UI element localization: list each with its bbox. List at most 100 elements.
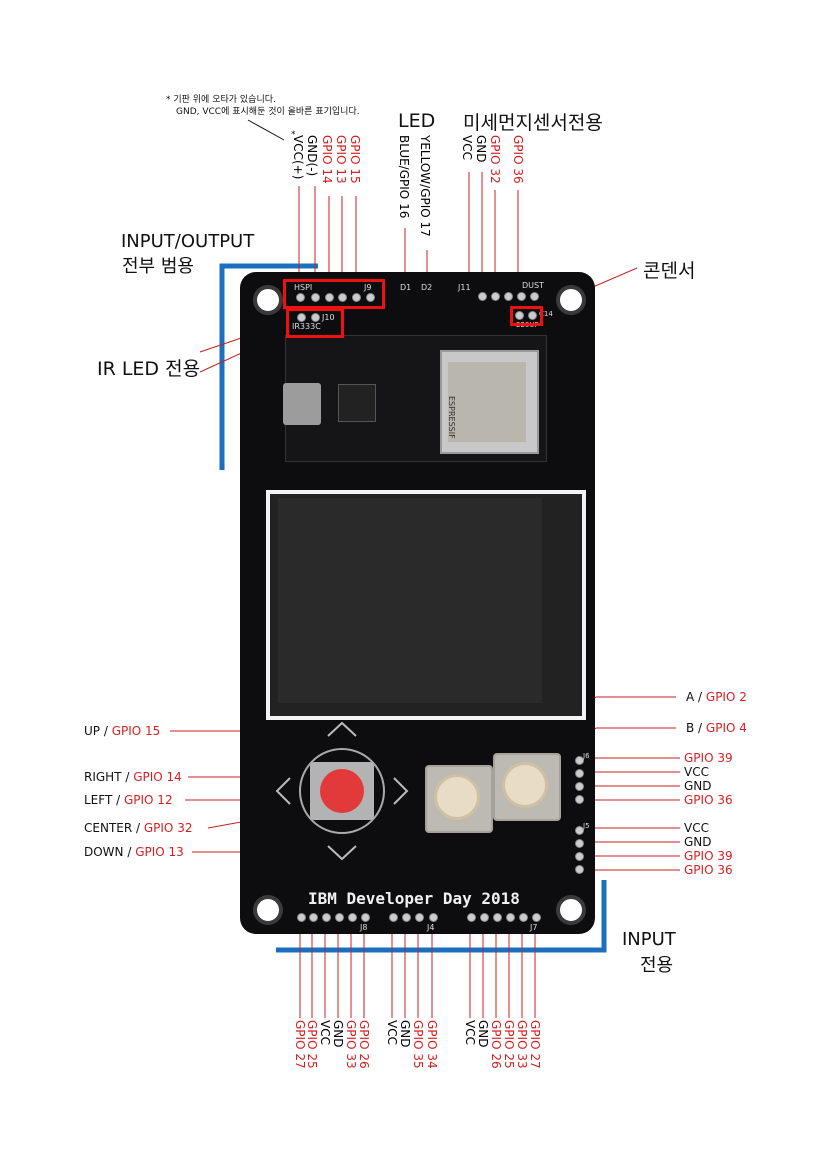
j7-label-6: GPIO 27 [528, 1020, 542, 1069]
pin [297, 913, 306, 922]
btn-label-left: LEFT / GPIO 12 [84, 793, 173, 807]
pin [402, 913, 411, 922]
dpad-left-arrow[interactable] [275, 777, 291, 805]
silk-j4: J4 [427, 923, 435, 932]
dust-label-vcc: VCC [460, 135, 474, 160]
j6-label-3: GND [684, 779, 712, 793]
silk-j6: J6 [583, 752, 590, 760]
pin [311, 293, 320, 302]
hspi-label-vcc: VCC(+) [291, 135, 305, 180]
pin [575, 769, 584, 778]
io-heading-line1: INPUT/OUTPUT [121, 231, 255, 252]
btn-label-center: CENTER / GPIO 32 [84, 821, 193, 835]
pin [348, 913, 357, 922]
pin [322, 913, 331, 922]
mount-hole-tl [253, 285, 283, 315]
j8-label-5: GPIO 33 [344, 1020, 358, 1069]
silk-j9: J9 [364, 283, 372, 292]
silk-j5: J5 [583, 822, 590, 830]
silk-j10: J10 [322, 313, 335, 322]
pin [338, 293, 347, 302]
usb-port [283, 383, 321, 425]
pin [335, 913, 344, 922]
pin [493, 913, 502, 922]
j7-label-1: VCC [463, 1020, 477, 1045]
pin [519, 913, 528, 922]
j5-label-4: GPIO 36 [684, 863, 733, 877]
pin [506, 913, 515, 922]
dust-label-gpio36: GPIO 36 [511, 135, 525, 184]
j5-label-3: GPIO 39 [684, 849, 733, 863]
pin [480, 913, 489, 922]
dpad[interactable] [272, 718, 412, 863]
pin [352, 293, 361, 302]
dust-label-gpio32: GPIO 32 [488, 135, 502, 184]
pin [532, 913, 541, 922]
silk-d1: D1 [400, 283, 412, 292]
silk-d2: D2 [421, 283, 433, 292]
hspi-label-gpio14: GPIO 14 [320, 135, 334, 184]
j8-label-6: GPIO 26 [357, 1020, 371, 1069]
j8-label-1: GPIO 27 [293, 1020, 307, 1069]
j5-label-2: GND [684, 835, 712, 849]
input-heading-line2: 전용 [640, 955, 674, 976]
center-button[interactable] [320, 769, 364, 813]
input-heading-line1: INPUT [622, 929, 676, 950]
board-title: IBM Developer Day 2018 [308, 889, 520, 908]
btn-label-up: UP / GPIO 15 [84, 724, 161, 738]
mount-hole-br [556, 895, 586, 925]
pin [575, 865, 584, 874]
button-b[interactable] [502, 762, 548, 808]
silk-ir: IR333C [292, 322, 321, 331]
j7-label-2: GND [476, 1020, 490, 1048]
dpad-down-arrow[interactable] [327, 845, 357, 861]
j4-label-3: GPIO 35 [411, 1020, 425, 1069]
condenser-highlight [510, 306, 543, 326]
j4-label-4: GPIO 34 [425, 1020, 439, 1069]
j7-label-5: GPIO 33 [515, 1020, 529, 1069]
typo-asterisk: * [291, 130, 296, 140]
esp32-shield [448, 362, 526, 442]
j7-label-3: GPIO 26 [489, 1020, 503, 1069]
bottom-leaders [299, 918, 536, 1018]
hspi-label-gpio15: GPIO 15 [348, 135, 362, 184]
pin [504, 292, 513, 301]
btn-label-a: A / GPIO 2 [686, 690, 747, 704]
pin [515, 311, 524, 320]
btn-label-down: DOWN / GPIO 13 [84, 845, 184, 859]
io-bracket [219, 263, 318, 470]
pin [528, 311, 537, 320]
button-a[interactable] [434, 774, 480, 820]
pin [311, 313, 320, 322]
dpad-ring [299, 748, 385, 834]
pin [575, 852, 584, 861]
silk-c14: C14 [539, 310, 553, 318]
dpad-right-arrow[interactable] [393, 777, 409, 805]
usb-chip [338, 384, 376, 422]
dust-heading: 미세먼지센서전용 [463, 112, 603, 134]
dust-label-gnd: GND [474, 135, 488, 163]
pin [517, 292, 526, 301]
dpad-up-arrow[interactable] [327, 721, 357, 737]
pin [309, 913, 318, 922]
j7-label-4: GPIO 25 [502, 1020, 516, 1069]
j8-label-3: VCC [318, 1020, 332, 1045]
ir-highlight [286, 308, 344, 338]
j4-label-1: VCC [385, 1020, 399, 1045]
mount-hole-tr [556, 285, 586, 315]
silk-j8: J8 [360, 923, 368, 932]
btn-label-right: RIGHT / GPIO 14 [84, 770, 182, 784]
j4-label-2: GND [398, 1020, 412, 1048]
pin [366, 293, 375, 302]
pin [575, 795, 584, 804]
mount-hole-bl [253, 895, 283, 925]
pin [530, 292, 539, 301]
hspi-label-gpio13: GPIO 13 [334, 135, 348, 184]
pin [429, 913, 438, 922]
pin [478, 292, 487, 301]
pin [389, 913, 398, 922]
led-label-yellow: YELLOW/GPIO 17 [418, 135, 432, 237]
pin [415, 913, 424, 922]
j6-j5-leaders [580, 757, 680, 871]
silk-hspi: HSPI [294, 283, 313, 292]
